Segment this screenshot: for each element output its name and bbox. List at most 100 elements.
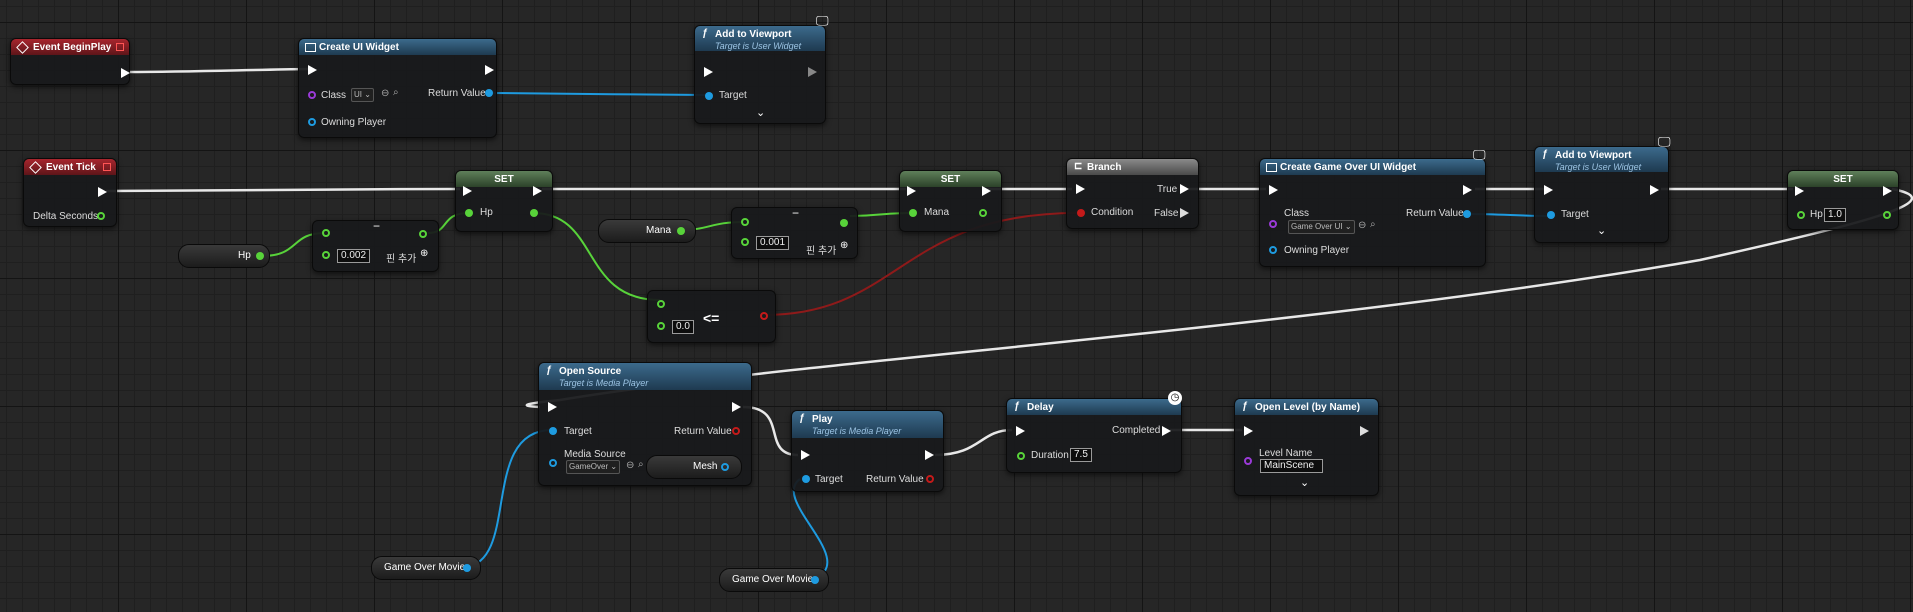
add-to-viewport-header[interactable]: ƒ Add to Viewport Target is User Widget (695, 26, 825, 51)
return-value-pin[interactable] (926, 475, 934, 483)
exec-output-pin[interactable] (1360, 426, 1369, 436)
exec-output-pin[interactable] (1650, 185, 1659, 195)
play-node[interactable]: ƒ Play Target is Media Player Target Ret… (791, 410, 944, 492)
exec-output-pin[interactable] (485, 65, 494, 75)
set-mana-node[interactable]: SET Mana (899, 170, 1002, 232)
exec-input-pin[interactable] (1016, 426, 1025, 436)
event-tick-node[interactable]: Event Tick Delta Seconds (23, 158, 117, 227)
class-pin[interactable] (308, 91, 316, 99)
exec-input-pin[interactable] (907, 186, 916, 196)
mana-variable-getter[interactable]: Mana (598, 219, 696, 243)
return-value-pin[interactable] (485, 89, 493, 97)
branch-node[interactable]: ⊏ Branch True Condition False (1066, 158, 1199, 229)
target-pin[interactable] (705, 92, 713, 100)
hp-input-pin[interactable] (465, 209, 473, 217)
add-to-viewport-header[interactable]: ƒ Add to Viewport Target is User Widget (1535, 147, 1668, 172)
exec-output-pin[interactable] (533, 186, 542, 196)
create-game-over-widget-node[interactable]: Create Game Over UI Widget Class Game Ov… (1259, 158, 1486, 267)
event-begin-play-header[interactable]: Event BeginPlay (11, 39, 129, 55)
chevron-down-icon[interactable]: ⌄ (1300, 477, 1310, 489)
target-pin[interactable] (1547, 211, 1555, 219)
exec-output-pin[interactable] (925, 450, 934, 460)
exec-output-pin[interactable] (982, 186, 991, 196)
add-to-viewport-node[interactable]: ƒ Add to Viewport Target is User Widget … (694, 25, 826, 124)
return-value-pin[interactable] (1463, 210, 1471, 218)
exec-input-pin[interactable] (1795, 186, 1804, 196)
use-selected-icon[interactable]: ⊖ (626, 460, 635, 471)
hp-input-pin[interactable] (1797, 211, 1805, 219)
search-icon[interactable]: ⌕ (393, 87, 399, 98)
mesh-variable-getter[interactable]: Mesh (646, 455, 742, 479)
mesh-output-pin[interactable] (721, 463, 729, 471)
class-dropdown[interactable]: UI ⌄ (351, 88, 374, 102)
exec-input-pin[interactable] (463, 186, 472, 196)
class-dropdown[interactable]: Game Over UI ⌄ (1288, 220, 1355, 234)
exec-input-pin[interactable] (308, 65, 317, 75)
game-over-movie-getter-2[interactable]: Game Over Movie (719, 568, 829, 592)
false-exec-pin[interactable] (1180, 208, 1189, 218)
owning-player-pin[interactable] (1269, 246, 1277, 254)
exec-output-pin[interactable] (1463, 185, 1472, 195)
target-pin[interactable] (549, 427, 557, 435)
subtract-node-1[interactable]: − 0.002 핀 추가 ⊕ (312, 219, 439, 272)
exec-output-pin[interactable] (808, 67, 817, 77)
return-value-pin[interactable] (732, 427, 740, 435)
exec-output-pin[interactable] (732, 402, 741, 412)
exec-input-pin[interactable] (548, 402, 557, 412)
duration-pin[interactable] (1017, 452, 1025, 460)
exec-input-pin[interactable] (1076, 184, 1085, 194)
hp-output-pin[interactable] (530, 209, 538, 217)
input-b-value[interactable]: 0.001 (756, 236, 790, 250)
hp-output-pin[interactable] (256, 252, 264, 260)
add-pin-icon[interactable]: ⊕ (840, 240, 849, 251)
completed-exec-pin[interactable] (1162, 426, 1171, 436)
exec-input-pin[interactable] (1269, 185, 1278, 195)
use-selected-icon[interactable]: ⊖ (1358, 220, 1367, 231)
add-pin-label[interactable]: 핀 추가 (386, 254, 417, 265)
level-name-value[interactable]: MainScene (1260, 459, 1323, 473)
input-a-pin[interactable] (657, 300, 665, 308)
search-icon[interactable]: ⌕ (1370, 219, 1376, 230)
play-header[interactable]: ƒ Play Target is Media Player (792, 411, 943, 438)
mana-output-pin[interactable] (979, 209, 987, 217)
search-icon[interactable]: ⌕ (638, 459, 644, 470)
create-game-over-header[interactable]: Create Game Over UI Widget (1260, 159, 1485, 175)
hp-variable-getter[interactable]: Hp (178, 244, 270, 268)
hp-output-pin[interactable] (1883, 211, 1891, 219)
bool-output-pin[interactable] (760, 312, 768, 320)
add-pin-icon[interactable]: ⊕ (420, 248, 429, 259)
class-pin[interactable] (1269, 220, 1277, 228)
game-over-movie-getter[interactable]: Game Over Movie (371, 556, 481, 580)
input-b-pin[interactable] (322, 251, 330, 259)
chevron-down-icon[interactable]: ⌄ (756, 107, 766, 119)
event-tick-header[interactable]: Event Tick (24, 159, 116, 175)
set-hp-node[interactable]: SET Hp (455, 170, 553, 232)
set-header[interactable]: SET (456, 171, 552, 187)
movie-output-pin[interactable] (463, 564, 471, 572)
add-pin-label[interactable]: 핀 추가 (806, 246, 837, 257)
condition-pin[interactable] (1077, 209, 1085, 217)
exec-output-pin[interactable] (98, 187, 107, 197)
exec-input-pin[interactable] (704, 67, 713, 77)
chevron-down-icon[interactable]: ⌄ (1597, 225, 1607, 237)
set-hp-node-2[interactable]: SET Hp 1.0 (1787, 170, 1899, 230)
set-header[interactable]: SET (1788, 171, 1898, 187)
open-level-node[interactable]: ƒ Open Level (by Name) Level Name MainSc… (1234, 398, 1379, 496)
exec-input-pin[interactable] (1544, 185, 1553, 195)
duration-value[interactable]: 7.5 (1070, 448, 1092, 462)
set-header[interactable]: SET (900, 171, 1001, 187)
delegate-pin[interactable] (116, 43, 124, 51)
exec-output-pin[interactable] (121, 68, 130, 78)
input-a-pin[interactable] (322, 229, 330, 237)
output-pin[interactable] (840, 219, 848, 227)
media-source-dropdown[interactable]: GameOver ⌄ (566, 460, 621, 474)
exec-input-pin[interactable] (1244, 426, 1253, 436)
input-b-pin[interactable] (741, 238, 749, 246)
subtract-node-2[interactable]: − 0.001 핀 추가 ⊕ (731, 206, 858, 259)
owning-player-pin[interactable] (308, 118, 316, 126)
mana-input-pin[interactable] (909, 209, 917, 217)
exec-output-pin[interactable] (1883, 186, 1892, 196)
delegate-pin[interactable] (103, 163, 111, 171)
open-level-header[interactable]: ƒ Open Level (by Name) (1235, 399, 1378, 415)
mana-output-pin[interactable] (677, 227, 685, 235)
